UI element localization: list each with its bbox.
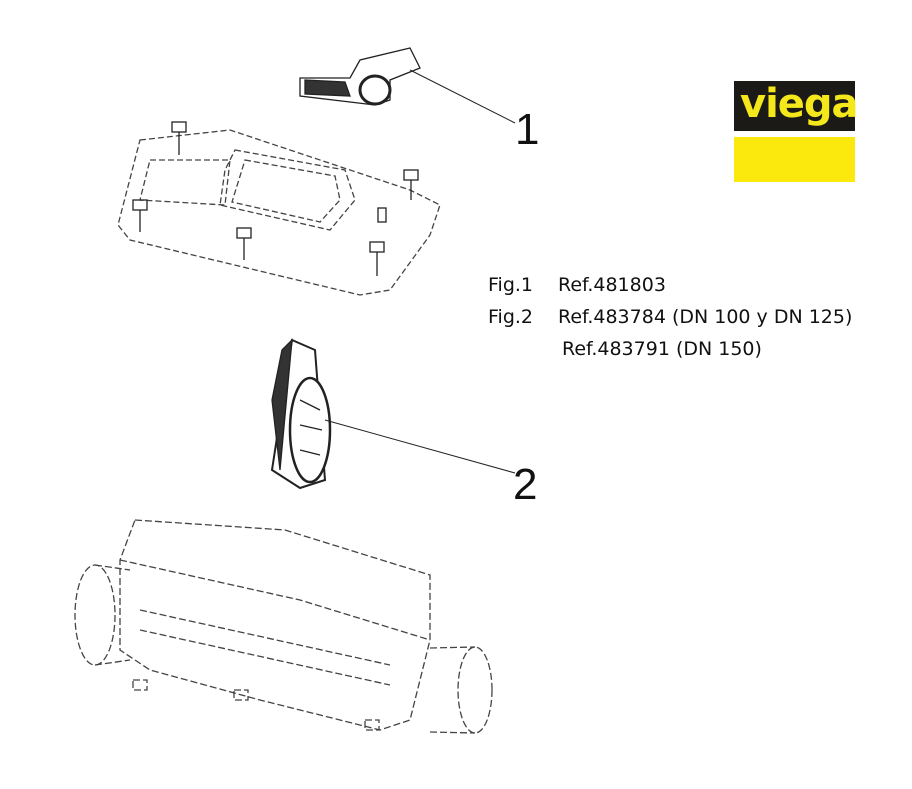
- screws: [132, 121, 419, 276]
- fig2-ref-1: Ref.483784 (DN 100 y DN 125): [558, 306, 853, 328]
- cover-assembly: [117, 129, 441, 296]
- logo-text: viega: [740, 81, 859, 127]
- fig1-label: Fig.1: [488, 274, 534, 296]
- callout-1: 1: [515, 105, 540, 154]
- fig1-ref: Ref.481803: [558, 274, 666, 296]
- drain-housing: [74, 519, 493, 734]
- viega-logo: viega: [734, 81, 859, 131]
- fig2-label: Fig.2: [488, 306, 534, 328]
- fig2-ref-2: Ref.483791 (DN 150): [562, 338, 762, 360]
- part-2-backflow-flap: [270, 338, 516, 490]
- callout-2: 2: [513, 460, 538, 509]
- logo-yellow-band: [734, 137, 855, 182]
- part-1-flap-valve: [299, 47, 516, 124]
